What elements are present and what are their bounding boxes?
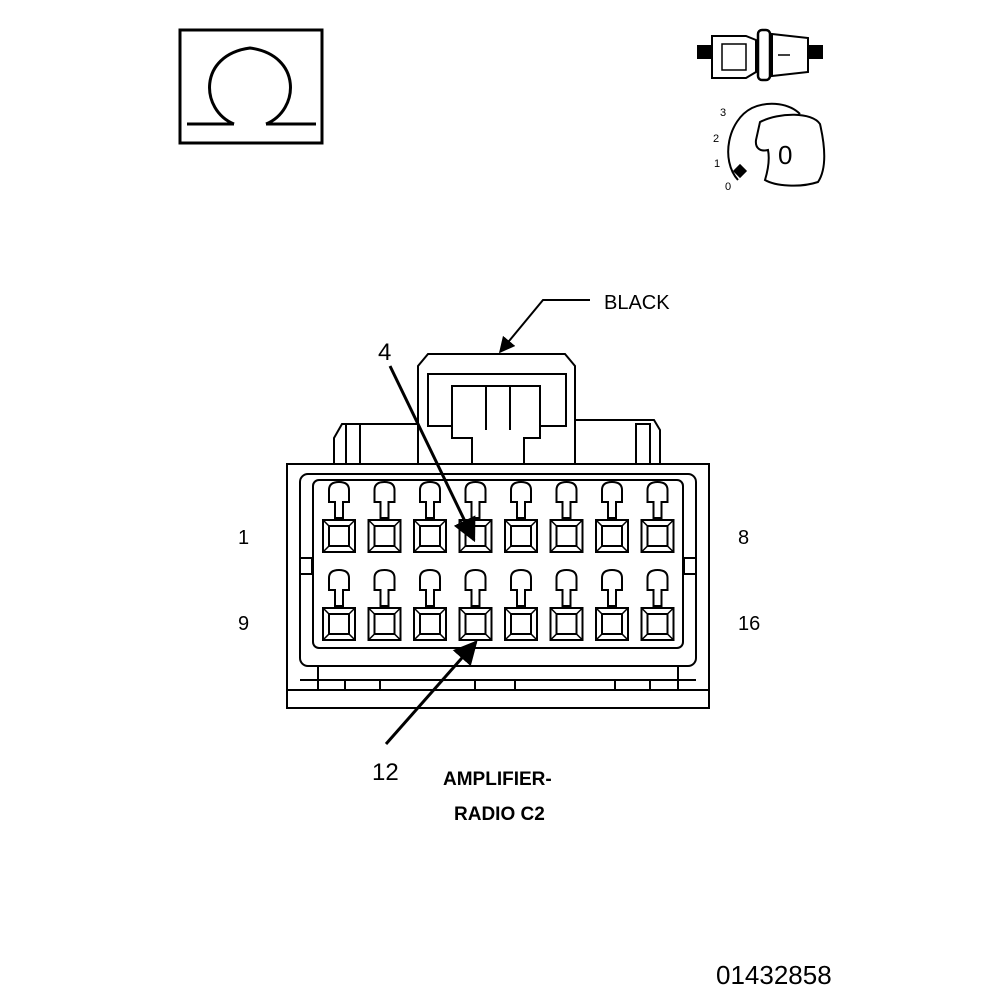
key-position-1: 1 xyxy=(714,158,720,170)
figure-id: 01432858 xyxy=(716,960,832,990)
terminal-pin-3 xyxy=(413,480,447,553)
terminal-pin-14 xyxy=(549,568,584,641)
terminal-pin-11 xyxy=(413,568,447,641)
terminal-pin-5 xyxy=(504,480,538,553)
key-label: 0 xyxy=(778,140,792,170)
connector-name-line2: RADIO C2 xyxy=(454,804,545,825)
row-label-pin-9: 9 xyxy=(238,613,249,635)
ohmmeter-icon xyxy=(178,28,324,145)
terminal-pin-12 xyxy=(458,568,493,641)
terminal-pin-6 xyxy=(549,480,584,553)
key-position-3: 3 xyxy=(720,107,726,119)
terminal-pin-1 xyxy=(322,480,356,553)
terminal-pin-9 xyxy=(322,568,356,641)
terminal-pin-15 xyxy=(595,568,629,641)
terminal-pin-2 xyxy=(367,480,402,553)
callout-pin-12: 12 xyxy=(372,759,399,786)
terminal-pin-8 xyxy=(640,480,675,553)
connector-name-line1: AMPLIFIER- xyxy=(443,769,552,790)
key-position-2: 2 xyxy=(713,133,719,145)
pin-4-callout: 4 xyxy=(378,339,476,543)
row-label-pin-16: 16 xyxy=(738,613,760,635)
row-label-pin-1: 1 xyxy=(238,527,249,549)
pin-array xyxy=(322,480,675,641)
key-position-0: 0 xyxy=(725,181,731,193)
key-switch-icon: 3 2 1 0 0 xyxy=(697,28,826,193)
color-callout: BLACK xyxy=(498,292,670,354)
connector-color-label: BLACK xyxy=(604,292,670,314)
terminal-pin-16 xyxy=(640,568,675,641)
terminal-pin-13 xyxy=(504,568,538,641)
pin-12-callout: 12 xyxy=(372,640,478,786)
terminal-pin-7 xyxy=(595,480,629,553)
callout-pin-4: 4 xyxy=(378,339,391,366)
row-label-pin-8: 8 xyxy=(738,527,749,549)
terminal-pin-10 xyxy=(367,568,402,641)
